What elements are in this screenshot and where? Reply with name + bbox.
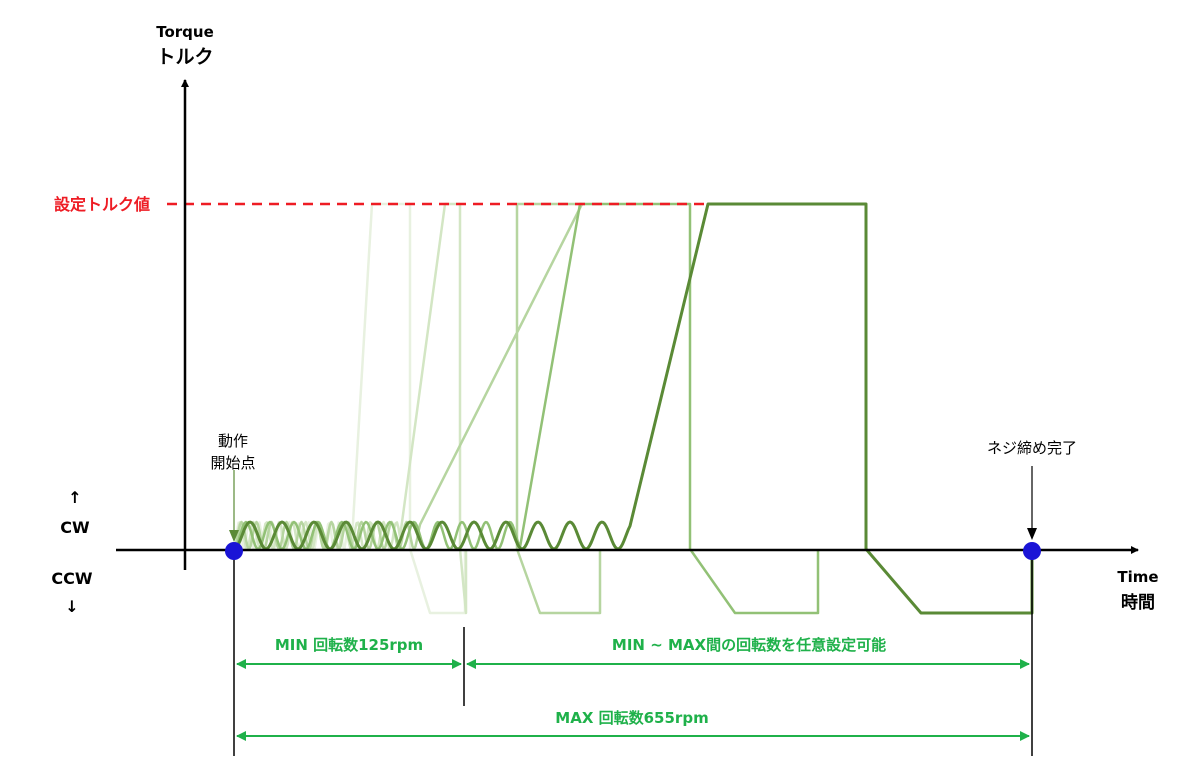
- max-speed-label: MAX 回転数655rpm: [555, 709, 708, 727]
- torque-curve-5: [233, 202, 1034, 615]
- torque-curve-4: [233, 202, 820, 615]
- start-point-label-line2: 開始点: [210, 454, 255, 472]
- cw-label: CW: [60, 518, 90, 537]
- torque-curve-2: [232, 202, 468, 615]
- x-axis-title-en: Time: [1117, 568, 1158, 586]
- cw-arrow-glyph: ↑: [68, 488, 81, 507]
- end-point-marker: [1023, 542, 1041, 560]
- torque-curves: [232, 202, 1034, 615]
- start-point-label-line1: 動作: [218, 432, 248, 450]
- start-callout-arrowhead: [229, 530, 239, 542]
- torque-curve-3: [232, 202, 602, 615]
- y-axis-title-en: Torque: [156, 23, 214, 41]
- torque-curve-1: [232, 202, 467, 615]
- set-torque-label: 設定トルク値: [54, 195, 150, 214]
- min-speed-label: MIN 回転数125rpm: [275, 636, 423, 654]
- end-callout-arrowhead: [1027, 528, 1037, 540]
- start-point-marker: [225, 542, 243, 560]
- y-axis-title-ja: トルク: [156, 46, 213, 68]
- ccw-arrow-glyph: ↓: [65, 597, 78, 616]
- end-point-label: ネジ締め完了: [987, 439, 1077, 457]
- x-axis-title-ja: 時間: [1121, 592, 1155, 613]
- adjustable-range-label: MIN ~ MAX間の回転数を任意設定可能: [612, 636, 886, 654]
- ccw-label: CCW: [51, 569, 92, 588]
